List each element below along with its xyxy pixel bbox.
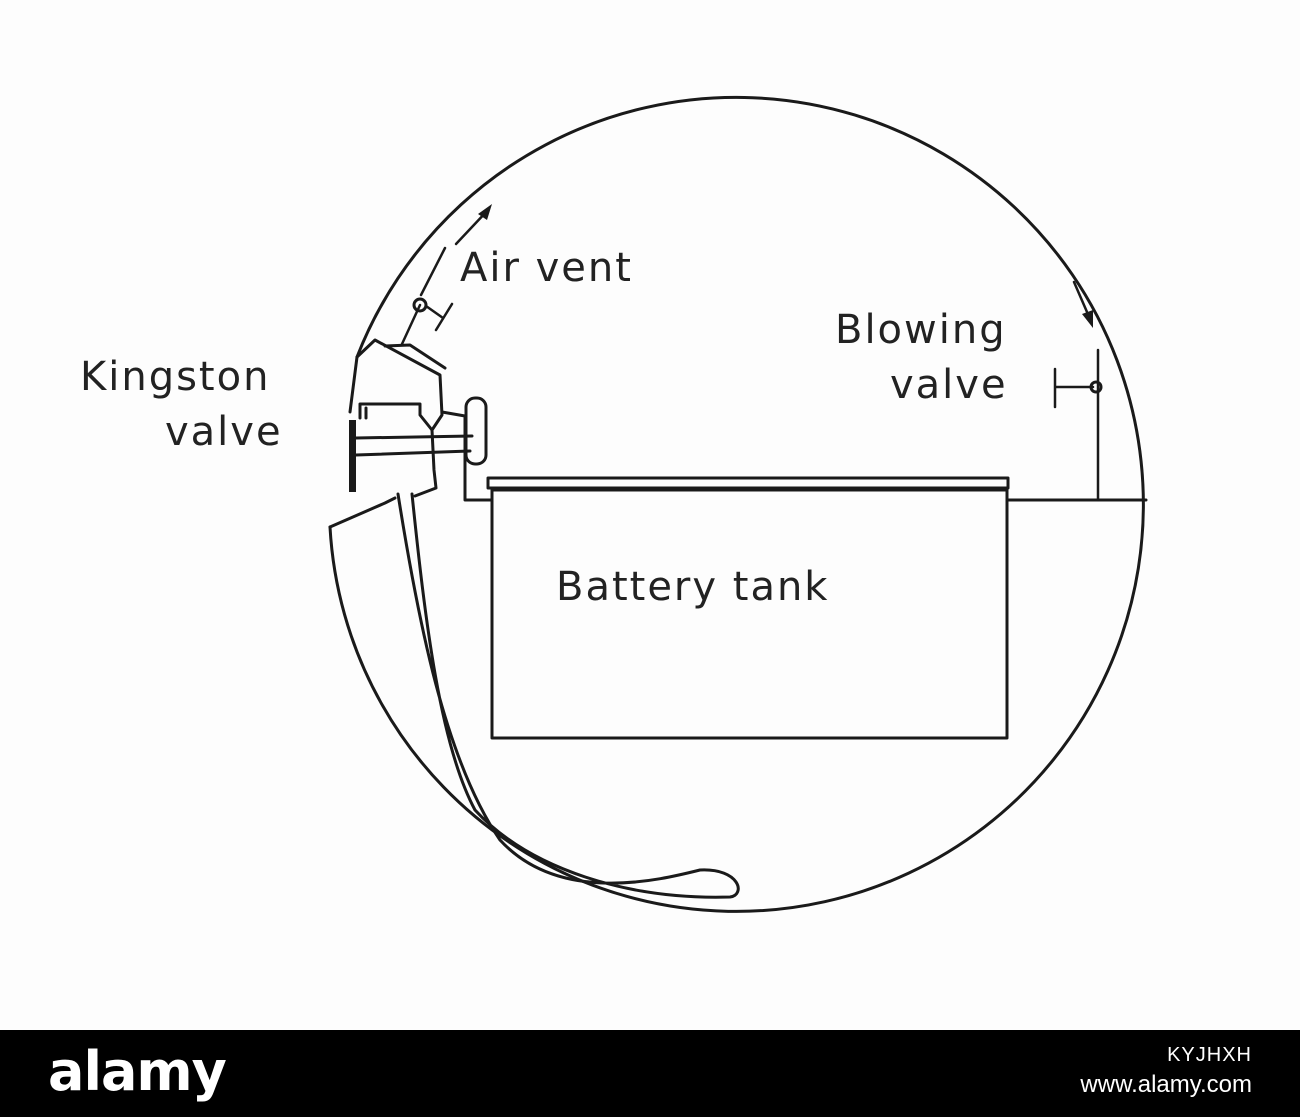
air-vent-arrowhead [478, 204, 492, 220]
kingston-valve-box [358, 402, 438, 498]
hull-lower-lip [328, 496, 397, 529]
footer-url-text: www.alamy.com [1080, 1071, 1252, 1098]
kingston-label-line1: Kingston [80, 354, 270, 400]
hull-outline [328, 95, 1145, 913]
air-vent-inner [383, 343, 447, 370]
kingston-valve-stem [354, 434, 474, 457]
blowing-label-line1: Blowing [835, 307, 1007, 353]
air-vent-label: Air vent [460, 245, 633, 291]
flood-pipe [396, 492, 740, 899]
battery-tank-label: Battery tank [556, 564, 829, 610]
blowing-arrow-line [1072, 280, 1089, 314]
battery-tank-outline [490, 488, 1009, 740]
air-vent-housing [355, 338, 444, 432]
blowing-arrowhead [1082, 310, 1093, 328]
deck-line [440, 410, 1148, 502]
kingston-label-line2: valve [165, 409, 283, 455]
battery-tank-lid [486, 476, 1010, 490]
air-vent-valve-handle [424, 302, 454, 332]
hull-upper-stub [348, 355, 359, 414]
blowing-label-line2: valve [890, 362, 1008, 408]
footer-info: KYJHXH www.alamy.com [1080, 1044, 1252, 1099]
submarine-ballast-diagram: Kingston valve Air vent Blowing valve Ba… [80, 95, 1148, 913]
blowing-valve [1089, 380, 1103, 394]
alamy-logo: alamy [48, 1040, 227, 1103]
image-id-text: KYJHXH [1167, 1044, 1252, 1066]
kingston-handwheel [464, 396, 488, 466]
watermark-footer: alamy KYJHXH www.alamy.com [0, 1030, 1300, 1117]
blowing-valve-handle [1053, 367, 1095, 409]
kingston-flange [349, 420, 356, 492]
